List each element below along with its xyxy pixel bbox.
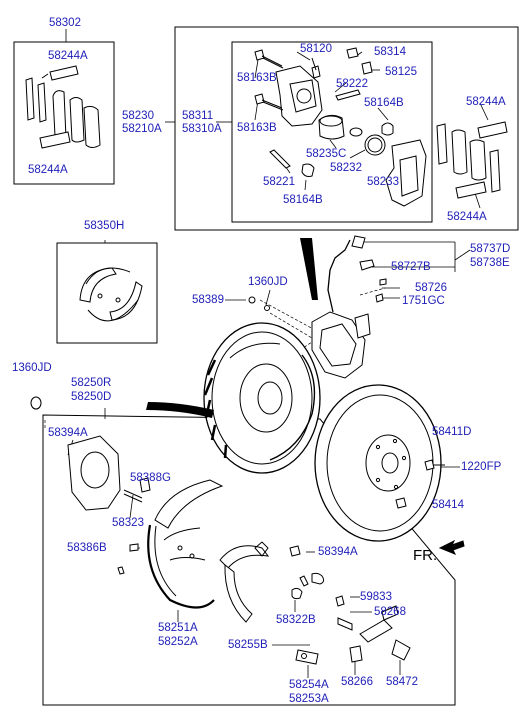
part-label: 58726 <box>415 282 447 294</box>
part-label: 58394A <box>48 427 88 439</box>
backing-plate <box>203 322 321 474</box>
part-label: 58163B <box>237 72 277 84</box>
part-label: 58125 <box>385 66 417 78</box>
part-label: 58244A <box>447 211 487 223</box>
part-label: 58472 <box>386 676 418 688</box>
brake-disc <box>314 384 442 542</box>
part-label: 58255B <box>228 639 268 651</box>
parking-shoe-kit <box>79 267 143 322</box>
part-label: 59833 <box>360 591 392 603</box>
part-label: 58232 <box>330 162 362 174</box>
brake-pad-set-frame <box>13 41 115 185</box>
part-label: 58221 <box>263 176 295 188</box>
part-label: 58250D <box>71 391 112 403</box>
part-label: 58244A <box>48 50 88 62</box>
front-direction-arrow <box>438 539 465 555</box>
part-label: 1751GC <box>402 295 445 307</box>
part-label: 58230 <box>122 110 154 122</box>
part-label: 58233 <box>367 176 399 188</box>
parking-shoe-frame <box>56 242 158 344</box>
part-label: 58252A <box>158 636 198 648</box>
caliper-assembly-frame <box>174 26 519 231</box>
part-label: 58268 <box>374 606 406 618</box>
part-label: 1360JD <box>248 276 288 288</box>
part-label: 58310A <box>182 123 222 135</box>
part-label: 58314 <box>374 46 406 58</box>
rear-caliper <box>311 311 371 379</box>
part-label: 58164B <box>283 194 323 206</box>
part-label: 58251A <box>158 622 198 634</box>
part-label: 58302 <box>49 17 81 29</box>
part-label: 58388G <box>130 472 171 484</box>
lower-group-parts <box>30 396 411 665</box>
brake-hose <box>248 235 387 313</box>
part-label: 58250R <box>71 377 112 389</box>
part-label: 58386B <box>67 542 107 554</box>
part-label: 58350H <box>84 220 125 232</box>
screws <box>395 459 445 509</box>
part-label: 58737D <box>470 243 511 255</box>
part-label: 58254A <box>289 679 329 691</box>
part-label: 58210A <box>122 123 162 135</box>
part-label: 58322B <box>276 614 316 626</box>
part-label: 58253A <box>289 693 329 705</box>
part-label: 58389 <box>192 294 224 306</box>
part-label: 58738E <box>470 257 510 269</box>
part-label: 58164B <box>364 97 404 109</box>
part-label: 58727B <box>391 261 431 273</box>
part-label: 58411D <box>432 426 472 438</box>
part-label: 58244A <box>466 96 506 108</box>
part-label: 58222 <box>336 78 368 90</box>
caliper-components <box>254 47 427 207</box>
caliper-inner-frame <box>231 41 433 223</box>
part-label: 58163B <box>237 122 277 134</box>
front-marker: FR. <box>413 547 438 564</box>
part-label: 58244A <box>28 164 68 176</box>
part-label: 58414 <box>432 499 464 511</box>
brake-pads-right <box>436 121 508 199</box>
part-label: 58394A <box>318 546 358 558</box>
part-label: 1360JD <box>12 362 52 374</box>
brake-pads-left <box>25 65 101 149</box>
part-label: 58120 <box>300 43 332 55</box>
part-label: 58311 <box>182 110 214 122</box>
part-label: 58235C <box>306 148 347 160</box>
part-label: 1220FP <box>461 461 502 473</box>
part-label: 58323 <box>112 517 144 529</box>
leader-wedges <box>146 238 318 418</box>
part-label: 58266 <box>341 676 373 688</box>
